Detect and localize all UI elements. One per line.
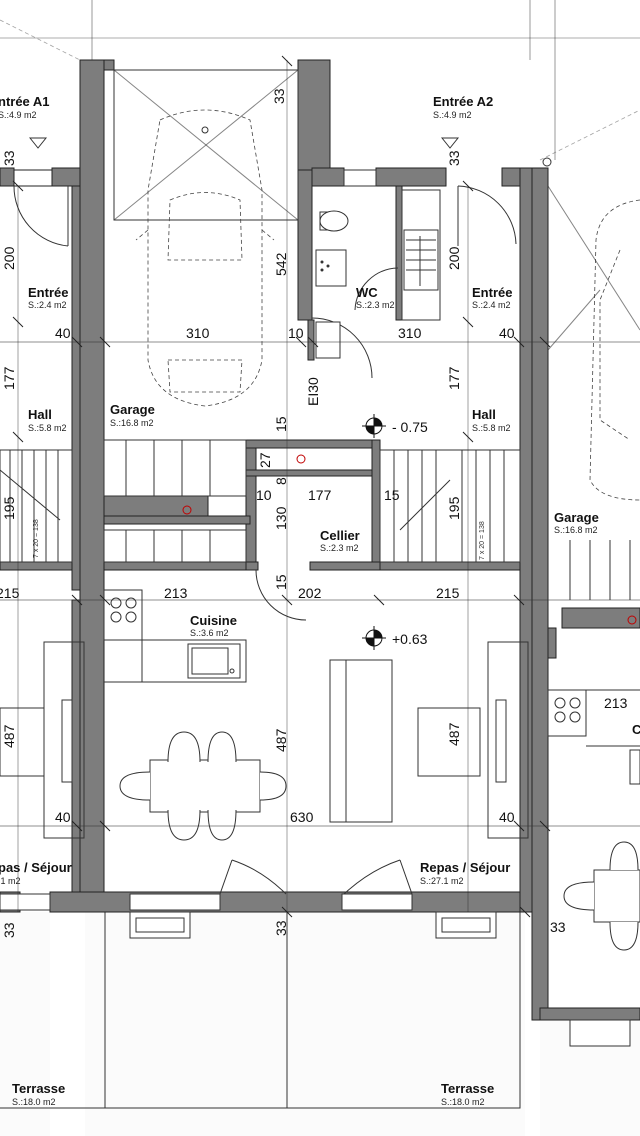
stairs-left [0, 449, 73, 563]
room-area-wc: S.:2.3 m2 [356, 300, 395, 310]
stair-labels: 7 x 20 = 138 7 x 20 = 138 [33, 519, 486, 560]
level-marker-garage [362, 414, 386, 438]
stair-label-right: 7 x 20 = 138 [479, 521, 486, 560]
dim-15-c: 15 [273, 574, 289, 590]
room-area-hall-left: S.:5.8 m2 [28, 423, 67, 433]
stairs-right [296, 449, 637, 625]
dim-27: 27 [257, 452, 273, 468]
room-area-cuisine: S.:3.6 m2 [190, 628, 229, 638]
dim-33-a2: 33 [446, 150, 462, 166]
dim-200-right: 200 [446, 246, 462, 270]
room-name-entree-a2: Entrée A2 [433, 94, 493, 109]
dimension-ticks [12, 55, 551, 918]
kitchen [103, 589, 640, 823]
fire-rating-label: EI30 [305, 377, 321, 406]
level-marker-kitchen [362, 626, 386, 650]
room-area-sejour-left: .1 m2 [0, 876, 21, 886]
room-area-garage-right: S.:16.8 m2 [554, 525, 598, 535]
dim-215-right: 215 [436, 585, 460, 601]
stairs-far-right [569, 540, 631, 600]
dim-130: 130 [273, 506, 289, 530]
dim-33-bm: 33 [273, 920, 289, 936]
room-name-garage-right: Garage [554, 510, 599, 525]
room-name-hall-right: Hall [472, 407, 496, 422]
car-garage-right [547, 185, 640, 501]
room-name-garage-left: Garage [110, 402, 155, 417]
room-area-sejour-right: S.:27.1 m2 [420, 876, 464, 886]
room-area-entree-a2: S.:4.9 m2 [433, 110, 472, 120]
dim-10-top: 10 [288, 325, 304, 341]
room-name-terrasse-left: Terrasse [12, 1081, 65, 1096]
dim-195-right: 195 [446, 496, 462, 520]
dim-487-left: 487 [1, 724, 17, 748]
room-name-cellier: Cellier [320, 528, 360, 543]
car-garage-left [113, 69, 299, 407]
dim-40-left: 40 [55, 325, 71, 341]
room-name-cuisine-right: C [632, 722, 640, 737]
level-garage: - 0.75 [392, 419, 428, 435]
dim-33-top: 33 [271, 88, 287, 104]
bottom-windows [0, 859, 631, 1047]
wc-fixtures [307, 169, 441, 361]
room-area-entree-left: S.:2.4 m2 [28, 300, 67, 310]
room-name-cuisine: Cuisine [190, 613, 237, 628]
dim-630: 630 [290, 809, 314, 825]
room-area-cellier: S.:2.3 m2 [320, 543, 359, 553]
dim-487-mid: 487 [273, 728, 289, 752]
room-area-terrasse-right: S.:18.0 m2 [441, 1097, 485, 1107]
dim-200-left: 200 [1, 246, 17, 270]
dim-202: 202 [298, 585, 322, 601]
dim-10-mid: 10 [256, 487, 272, 503]
room-area-hall-right: S.:5.8 m2 [472, 423, 511, 433]
dim-8: 8 [273, 477, 289, 485]
room-name-entree-right: Entrée [472, 285, 512, 300]
entrance-doors [13, 137, 517, 621]
room-name-entree-left: Entrée [28, 285, 68, 300]
room-name-terrasse-right: Terrasse [441, 1081, 494, 1096]
room-name-sejour-right: Repas / Séjour [420, 860, 510, 875]
dim-33-left: 33 [1, 150, 17, 166]
room-name-entree-a1: ntrée A1 [0, 94, 50, 109]
dim-40-right: 40 [499, 325, 515, 341]
dim-177-left: 177 [1, 366, 17, 390]
dim-33-bl: 33 [1, 922, 17, 938]
room-labels: ntrée A1 S.:4.9 m2 Entrée A2 S.:4.9 m2 E… [0, 94, 640, 1107]
dim-487-right: 487 [446, 722, 462, 746]
dim-213: 213 [164, 585, 188, 601]
stair-label-left: 7 x 20 = 138 [33, 519, 40, 558]
dim-177-right: 177 [446, 366, 462, 390]
site-lines [0, 0, 640, 167]
dim-310-right: 310 [398, 325, 422, 341]
dim-195-left: 195 [1, 496, 17, 520]
dim-15-b: 15 [384, 487, 400, 503]
dim-33-br: 33 [550, 919, 566, 935]
room-area-terrasse-left: S.:18.0 m2 [12, 1097, 56, 1107]
dim-213-right: 213 [604, 695, 628, 711]
dining-table-right [563, 841, 640, 951]
living-furniture [0, 641, 529, 839]
stairs-mid [103, 439, 247, 563]
room-name-hall-left: Hall [28, 407, 52, 422]
grid-lines [0, 60, 640, 912]
dim-40-bl: 40 [55, 809, 71, 825]
dim-40-br: 40 [499, 809, 515, 825]
dimension-labels: 33 33 33 542 200 200 40 310 10 310 40 17… [0, 88, 628, 938]
dining-table [119, 731, 287, 841]
dim-15-a: 15 [273, 416, 289, 432]
terrace-paving [0, 911, 640, 1136]
room-name-sejour-left: pas / Séjour [0, 860, 72, 875]
walls [0, 59, 640, 1021]
room-area-garage-left: S.:16.8 m2 [110, 418, 154, 428]
room-name-wc: WC [356, 285, 378, 300]
room-area-entree-right: S.:2.4 m2 [472, 300, 511, 310]
dim-215-left: 215 [0, 585, 20, 601]
dim-177-mid: 177 [308, 487, 332, 503]
room-area-entree-a1: S.:4.9 m2 [0, 110, 37, 120]
dim-542: 542 [273, 252, 289, 276]
level-kitchen: +0.63 [392, 631, 428, 647]
dim-310-left: 310 [186, 325, 210, 341]
